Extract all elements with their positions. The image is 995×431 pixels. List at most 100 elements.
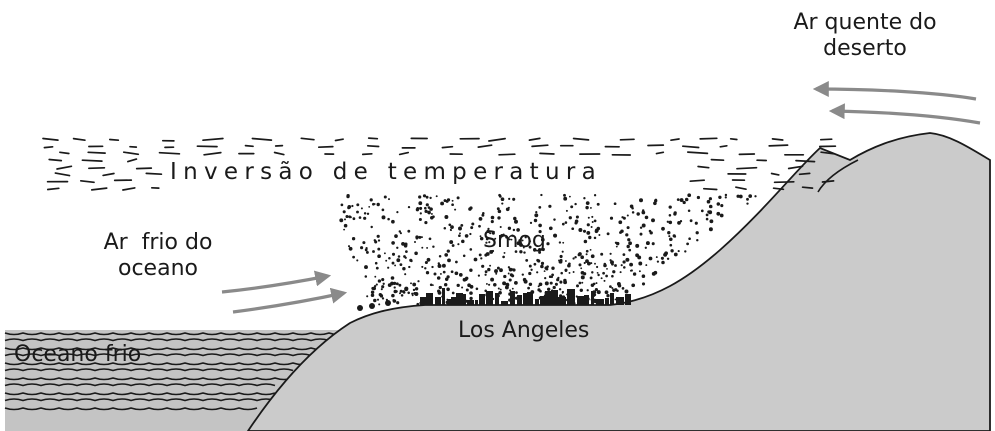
smog-particle <box>586 223 590 227</box>
smog-particle <box>621 216 624 219</box>
smog-particle <box>528 282 533 287</box>
smog-particle <box>437 262 440 265</box>
smog-particle <box>578 263 582 267</box>
smog-particle <box>399 292 401 295</box>
smog-particle <box>594 288 598 292</box>
smog-particle <box>366 212 370 215</box>
smog-particle <box>514 281 518 285</box>
smog-particle <box>347 245 351 248</box>
smog-particle <box>512 197 516 201</box>
smog-particle <box>746 197 749 201</box>
skyline-building <box>447 299 451 305</box>
inversion-dash <box>699 137 718 140</box>
smog-particle <box>519 250 523 254</box>
smog-particle <box>538 206 542 209</box>
smog-particle <box>561 292 564 294</box>
smog-particle <box>609 285 612 288</box>
smog-particle <box>694 221 698 225</box>
smog-particle <box>561 250 564 253</box>
smog-particle <box>667 231 671 235</box>
desert-air-label: Ar quente do deserto <box>770 10 960 62</box>
smog-particle <box>387 266 390 269</box>
smog-particle <box>412 288 416 292</box>
inversion-dash <box>771 138 784 141</box>
smog-particle <box>606 268 608 270</box>
smog-particle <box>738 194 743 199</box>
smog-particle <box>580 255 585 260</box>
smog-particle <box>439 272 442 275</box>
smog-particle <box>512 268 516 272</box>
smog-particle <box>427 206 431 209</box>
smog-particle <box>632 272 637 276</box>
smog-particle <box>347 205 352 209</box>
skyline-building <box>567 289 575 305</box>
smog-particle <box>451 203 454 207</box>
smog-particle <box>388 198 390 201</box>
smog-particle <box>716 202 721 206</box>
smog-particle <box>462 254 466 258</box>
smog-particle <box>684 197 689 202</box>
skyline-building <box>616 297 624 305</box>
smog-particle <box>487 267 491 272</box>
smog-particle <box>440 201 445 206</box>
smog-particle <box>656 260 660 263</box>
smog-particle <box>638 261 643 266</box>
smog-particle <box>587 216 590 219</box>
skyline-building <box>426 293 433 305</box>
inversion-dash <box>87 151 106 154</box>
inversion-dash <box>772 187 785 191</box>
smog-particle <box>639 232 643 236</box>
smog-particle <box>620 264 623 267</box>
smog-particle <box>370 225 373 229</box>
smog-particle <box>395 290 398 293</box>
smog-particle <box>495 272 498 275</box>
city-skyline-icon <box>357 288 631 311</box>
smog-particle <box>382 282 385 285</box>
smog-particle <box>481 264 485 268</box>
inversion-dash <box>42 137 59 141</box>
smog-particle <box>580 275 585 280</box>
smog-particle <box>631 283 636 288</box>
inversion-dash <box>81 159 103 162</box>
smog-particle <box>708 204 713 209</box>
desert-air-label-line1: Ar quente do <box>793 10 937 35</box>
smog-particle <box>441 263 446 268</box>
smog-particle <box>507 272 510 275</box>
smog-particle <box>381 278 385 281</box>
smog-particle <box>437 264 442 268</box>
smog-particle <box>404 286 409 291</box>
inversion-dash <box>135 167 153 170</box>
skyline-building <box>442 288 445 305</box>
smog-particle <box>621 287 625 290</box>
smog-particle <box>343 223 348 228</box>
smog-particle <box>565 209 568 212</box>
inversion-dash <box>202 137 224 142</box>
smog-particle <box>538 282 543 287</box>
smog-particle <box>402 266 406 271</box>
smog-particle <box>528 240 532 243</box>
smog-particle <box>575 215 579 219</box>
skyline-building <box>486 291 493 305</box>
smog-particle <box>639 198 643 203</box>
skyline-building <box>456 293 463 305</box>
smog-particle <box>559 280 563 284</box>
smog-particle <box>510 238 513 241</box>
smog-particle <box>688 237 691 240</box>
smog-particle <box>596 271 599 274</box>
inversion-dash <box>441 145 454 149</box>
smog-particle <box>558 241 562 244</box>
smog-particle <box>403 255 406 258</box>
smog-particle <box>661 260 665 265</box>
smog-particle <box>637 255 642 260</box>
smog-particle <box>618 220 623 225</box>
skyline-building <box>540 296 545 305</box>
smog-particle <box>424 260 428 265</box>
smog-particle <box>596 202 600 206</box>
smog-particle <box>442 270 446 274</box>
smog-particle <box>371 286 375 290</box>
smog-particle <box>564 268 568 272</box>
smog-particle <box>548 226 553 231</box>
smog-particle <box>494 269 498 274</box>
smog-particle <box>369 198 373 202</box>
inversion-dash <box>686 151 709 155</box>
